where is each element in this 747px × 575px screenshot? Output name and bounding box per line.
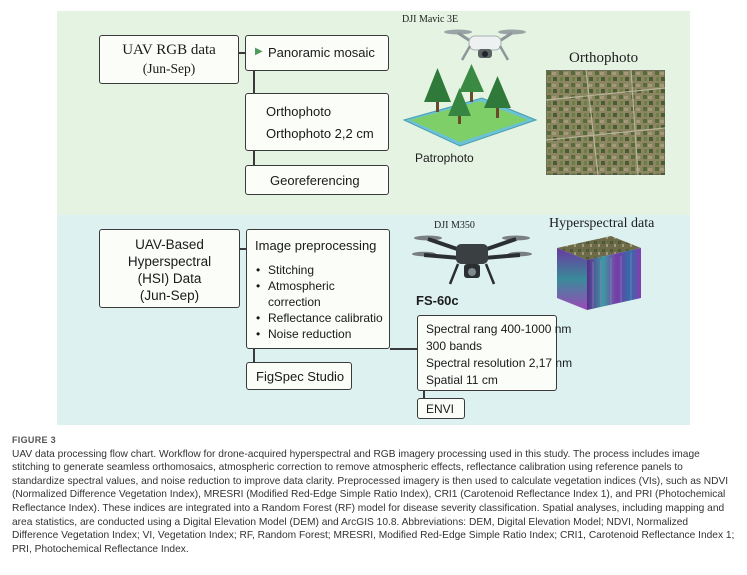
hsi-source-line: (HSI) Data: [137, 271, 202, 286]
dji-mavic-label: DJI Mavic 3E: [402, 14, 459, 25]
preprocess-figspec-connector: [253, 349, 255, 363]
hyperspectral-cube-image: [557, 236, 641, 310]
panoramic-mosaic-label: Panoramic mosaic: [268, 45, 375, 60]
fs60c-label: FS-60c: [416, 293, 459, 308]
step-noise: Noise reduction: [254, 326, 383, 342]
orthophoto-image: [546, 70, 665, 175]
spec-bands: 300 bands: [426, 339, 483, 353]
orthophoto-step-box: Orthophoto Orthophoto 2,2 cm: [245, 93, 389, 151]
uav-rgb-source-box: UAV RGB data (Jun-Sep): [99, 35, 239, 84]
spec-spectral-range: Spectral rang 400-1000 nm: [426, 322, 572, 336]
rgb-source-connector: [239, 52, 245, 54]
hsi-source-line: UAV-Based: [135, 237, 204, 252]
preprocessing-steps: Stitching Atmospheric correction Reflect…: [254, 262, 383, 342]
step-atmospheric: Atmospheric: [254, 278, 383, 294]
hsi-source-line: (Jun-Sep): [139, 288, 200, 303]
envi-box: ENVI: [417, 398, 465, 419]
figure-label: FIGURE 3: [12, 435, 56, 445]
specs-envi-connector: [423, 391, 425, 399]
ortho-georef-connector: [253, 151, 255, 166]
sensor-specs-box: Spectral rang 400-1000 nm 300 bands Spec…: [417, 315, 573, 391]
uav-hsi-source-box: UAV-Based Hyperspectral (HSI) Data (Jun-…: [99, 229, 240, 308]
georeferencing-box: Georeferencing: [245, 165, 389, 195]
dji-m350-label: DJI M350: [434, 220, 475, 231]
preprocess-specs-connector: [390, 348, 417, 350]
orthophoto-label: Orthophoto: [569, 50, 639, 66]
envi-label: ENVI: [426, 402, 455, 416]
uav-rgb-period: (Jun-Sep): [142, 61, 196, 76]
hsi-source-connector: [240, 248, 246, 250]
image-preprocessing-box: Image preprocessing Stitching Atmospheri…: [246, 229, 390, 349]
orthophoto-step-title: Orthophoto: [266, 104, 332, 119]
spec-spectral-resolution: Spectral resolution 2,17 nm: [426, 356, 573, 370]
mosaic-ortho-connector: [253, 71, 255, 94]
orthophoto-step-resolution: Orthophoto 2,2 cm: [266, 126, 374, 141]
drone-icon: [444, 29, 526, 61]
patrophoto-label: Patrophoto: [415, 151, 474, 165]
spec-spatial: Spatial 11 cm: [426, 373, 498, 387]
uav-rgb-title: UAV RGB data: [122, 42, 216, 58]
step-stitching: Stitching: [254, 262, 383, 278]
figure-caption: FIGURE 3 UAV data processing flow chart.…: [12, 434, 737, 556]
tree-icon: [402, 64, 538, 147]
figspec-studio-label: FigSpec Studio: [256, 369, 345, 384]
hyperspectral-data-label: Hyperspectral data: [549, 216, 655, 231]
play-arrow-icon: ▶: [255, 46, 263, 57]
georeferencing-label: Georeferencing: [270, 173, 360, 188]
drone-icon: [412, 235, 532, 285]
step-atmospheric-cont: correction: [268, 295, 321, 309]
preprocessing-title: Image preprocessing: [255, 238, 377, 253]
caption-text: UAV data processing flow chart. Workflow…: [12, 448, 735, 555]
step-reflectance: Reflectance calibratio: [254, 310, 383, 326]
figspec-studio-box: FigSpec Studio: [246, 362, 352, 390]
panoramic-mosaic-box: ▶ Panoramic mosaic: [245, 35, 389, 71]
hsi-source-line: Hyperspectral: [127, 254, 212, 269]
